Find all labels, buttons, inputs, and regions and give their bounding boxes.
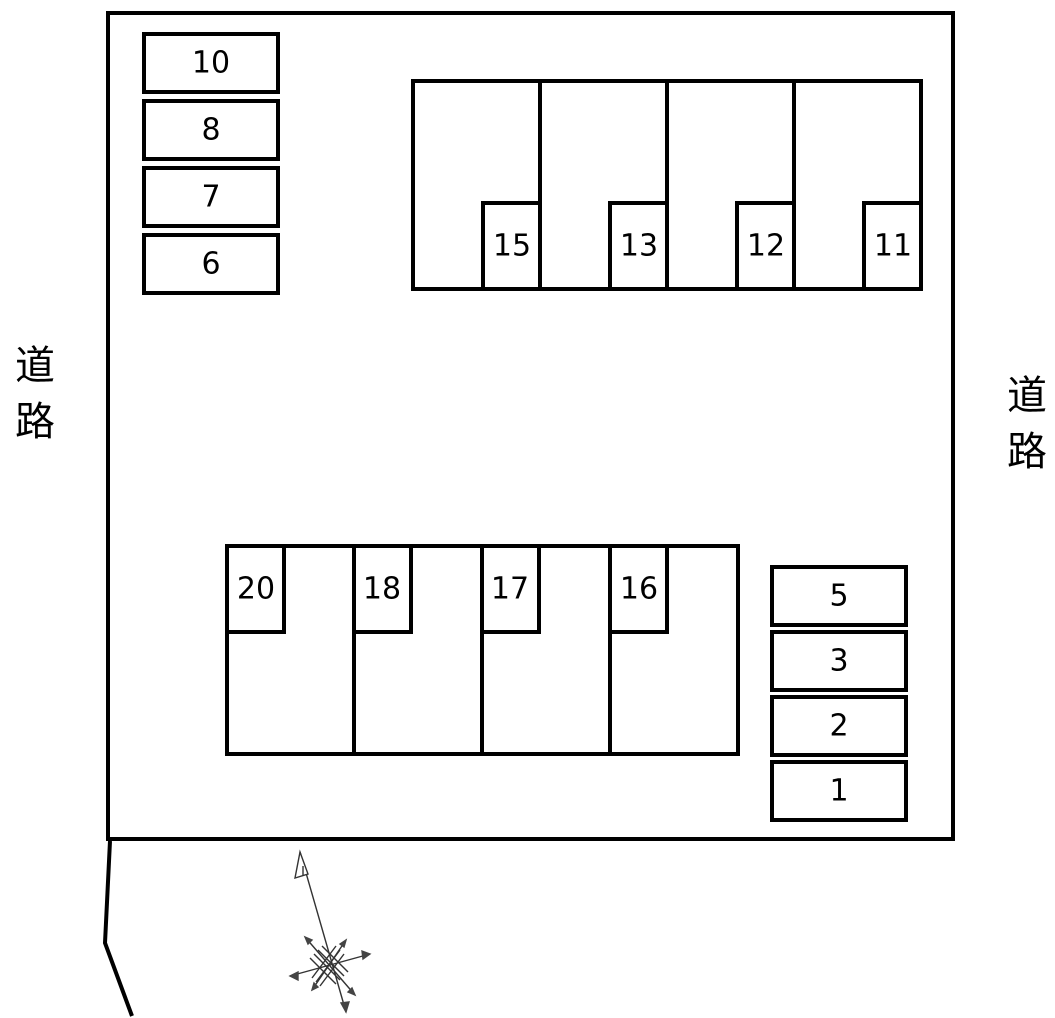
unit-number-box bbox=[480, 544, 541, 634]
parking-space bbox=[770, 695, 908, 757]
parking-right-group: 5 3 2 1 bbox=[770, 565, 908, 822]
parking-space bbox=[770, 630, 908, 692]
parking-number: 7 bbox=[201, 180, 220, 215]
parking-space bbox=[142, 99, 280, 161]
unit-number: 16 bbox=[620, 572, 658, 607]
unit-number-box bbox=[352, 544, 413, 634]
unit-number-box bbox=[862, 201, 923, 291]
road-label-left-1: 道 bbox=[15, 343, 55, 389]
unit-number-box bbox=[735, 201, 796, 291]
compass-north-arrow-icon bbox=[288, 849, 372, 1014]
parking-space bbox=[770, 565, 908, 627]
parking-number: 1 bbox=[829, 774, 848, 809]
parking-number: 8 bbox=[201, 113, 220, 148]
parking-space bbox=[142, 233, 280, 295]
parking-space bbox=[142, 166, 280, 228]
unit-number-box bbox=[608, 201, 669, 291]
unit-number-box bbox=[608, 544, 669, 634]
unit-number: 13 bbox=[620, 229, 658, 264]
unit-number: 11 bbox=[874, 229, 912, 264]
parking-space bbox=[770, 760, 908, 822]
parking-number: 10 bbox=[192, 46, 230, 81]
unit-number: 15 bbox=[493, 229, 531, 264]
road-label-right-2: 路 bbox=[1007, 429, 1047, 475]
unit-number: 20 bbox=[237, 572, 275, 607]
lot-boundary bbox=[106, 11, 955, 841]
road-edge bbox=[102, 840, 134, 1017]
parking-space bbox=[142, 32, 280, 94]
building-top: 15 13 12 11 bbox=[411, 79, 923, 291]
unit-number-box bbox=[225, 544, 286, 634]
parking-number: 5 bbox=[829, 579, 848, 614]
parking-number: 3 bbox=[829, 644, 848, 679]
parking-number: 6 bbox=[201, 247, 220, 282]
road-label-right-1: 道 bbox=[1007, 373, 1047, 419]
unit-number: 12 bbox=[747, 229, 785, 264]
road-label-left-2: 路 bbox=[15, 399, 55, 445]
unit-number: 17 bbox=[491, 572, 529, 607]
unit-number: 18 bbox=[363, 572, 401, 607]
parking-left-group: 10 8 7 6 bbox=[142, 32, 280, 295]
unit-number-box bbox=[481, 201, 542, 291]
parking-number: 2 bbox=[829, 709, 848, 744]
building-bottom: 20 18 17 16 bbox=[225, 544, 740, 756]
